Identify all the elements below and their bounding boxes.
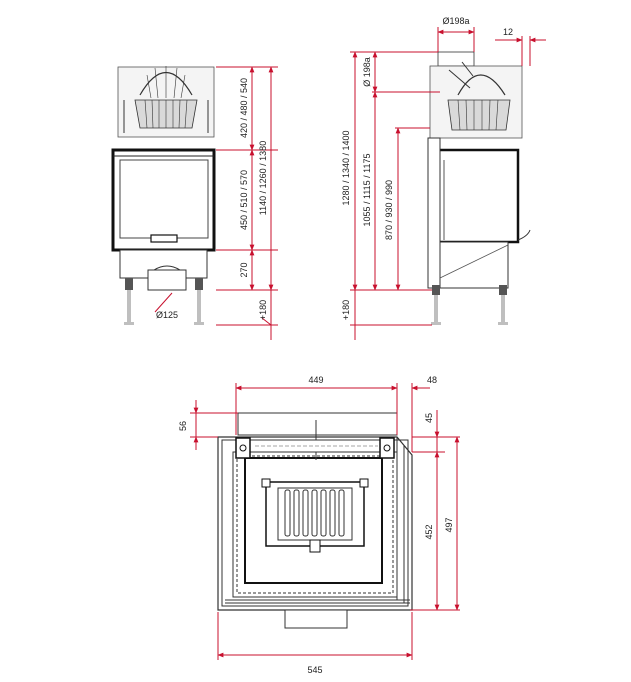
side-hood (429, 61, 523, 139)
side-dim-offset: 12 (503, 27, 513, 37)
side-body (427, 137, 531, 289)
plan-dim-right-top: 48 (427, 375, 437, 385)
front-dim-feet: +180 (258, 300, 268, 320)
side-dim-flue-diameter: Ø198a (442, 16, 469, 26)
plan-dim-left-depth: 56 (178, 421, 188, 431)
front-flue-label: Ø125 (156, 310, 178, 320)
plan-grate (261, 478, 369, 553)
flue-pipe (437, 51, 475, 67)
plan-corner-bolts (235, 437, 395, 459)
front-dimensions (216, 66, 278, 340)
front-dim-mid: 450 / 510 / 570 (239, 170, 249, 230)
adjustable-feet (124, 278, 204, 325)
plan-dim-width-top: 449 (308, 375, 323, 385)
front-dim-total: 1140 / 1260 / 1380 (258, 141, 268, 215)
side-dim-feet: +180 (341, 300, 351, 320)
side-feet (431, 285, 508, 325)
plan-dim-width-total: 545 (307, 665, 322, 675)
side-dim-total: 1280 / 1340 / 1400 (341, 130, 351, 205)
plan-view: 449 48 56 45 452 497 545 (178, 375, 460, 675)
side-vertical-dimensions (350, 51, 440, 340)
side-base (439, 241, 509, 289)
plan-dim-depth-inner: 452 (424, 524, 434, 539)
front-view: Ø125 420 / 480 / 540 450 / 510 / 570 270… (111, 66, 278, 340)
front-dim-top: 420 / 480 / 540 (239, 78, 249, 138)
front-dim-bottom: 270 (239, 262, 249, 277)
side-dim-inner: 870 / 930 / 990 (384, 180, 394, 240)
plan-dimensions (190, 383, 460, 660)
firebox-base (119, 249, 208, 291)
plan-dim-depth-total: 497 (444, 517, 454, 532)
plan-dim-right-small: 45 (424, 413, 434, 423)
firebox-body (111, 148, 216, 252)
side-dim-flue-height: Ø 198a (362, 57, 372, 87)
plan-front-connector (284, 609, 348, 629)
side-top-dimensions (437, 27, 546, 66)
flue-hood (117, 66, 215, 138)
side-view: Ø198a 12 Ø 198a 1280 / 1340 / 1400 1055 … (341, 16, 546, 340)
side-dim-mid: 1055 / 1115 / 1175 (362, 153, 372, 226)
